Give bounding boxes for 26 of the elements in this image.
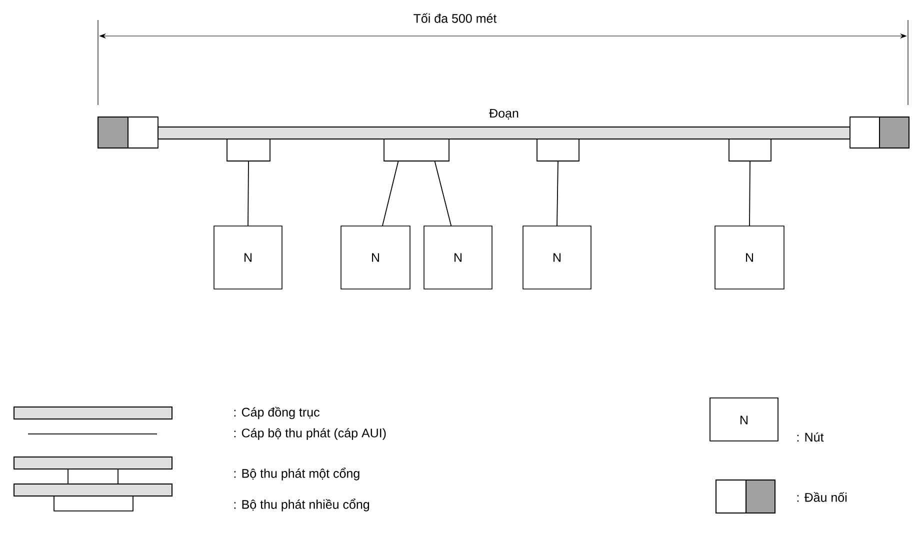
node-box: N — [522, 226, 592, 290]
transceiver-box — [536, 138, 580, 162]
legend-text: : Bộ thu phát nhiều cổng — [234, 498, 370, 512]
aui-cable — [749, 160, 750, 226]
legend-text: : Đầu nối — [797, 492, 847, 502]
node-box: N — [340, 226, 410, 290]
terminator — [98, 116, 158, 148]
node-box: N — [424, 226, 492, 290]
legend-text: : Cáp đồng trục — [234, 406, 320, 420]
legend-text: : Bộ thu phát một cổng — [234, 468, 360, 480]
node-box: N — [714, 226, 784, 290]
aui-cable — [382, 160, 399, 226]
legend-node-sample: N — [710, 398, 778, 442]
aui-cable — [434, 160, 452, 226]
aui-cable — [556, 160, 558, 226]
transceiver-box — [226, 138, 270, 162]
dimension-label: Tối đa 500 mét — [414, 13, 497, 23]
node-box: N — [214, 226, 282, 290]
transceiver-box — [384, 138, 450, 162]
terminator — [850, 116, 910, 148]
transceiver-box — [728, 138, 772, 162]
coax-cable: Đoạn — [158, 108, 850, 140]
legend-text: : Nút — [797, 432, 824, 442]
node-label: Đoạn — [489, 108, 518, 120]
aui-cable — [248, 160, 249, 226]
legend-text: : Cáp bộ thu phát (cáp AUI) — [234, 428, 386, 440]
